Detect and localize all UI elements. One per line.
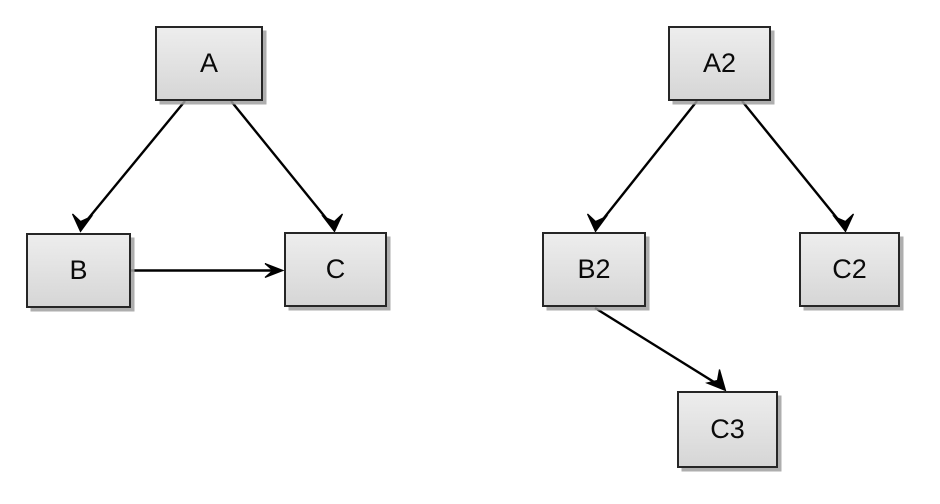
node-b2[interactable]: B2: [542, 232, 646, 307]
node-c2[interactable]: C2: [799, 232, 900, 307]
edge-a-to-c[interactable]: [230, 100, 344, 233]
node-a-label: A: [199, 48, 218, 78]
edge-a2-to-b2[interactable]: [586, 100, 698, 233]
node-a[interactable]: A: [155, 26, 263, 101]
node-a2[interactable]: A2: [668, 26, 771, 101]
node-c2-label: C2: [832, 254, 867, 284]
edge-a2-to-c2[interactable]: [741, 100, 855, 233]
edge-b2-to-c3[interactable]: [594, 306, 727, 392]
edge-b-to-c[interactable]: [131, 262, 285, 279]
node-a2-label: A2: [702, 48, 737, 78]
edge-a-to-b[interactable]: [71, 100, 186, 233]
node-c3-label: C3: [710, 414, 745, 444]
node-c[interactable]: C: [284, 232, 387, 307]
node-c-label: C: [325, 254, 346, 284]
node-b2-label: B2: [577, 254, 611, 284]
node-c3[interactable]: C3: [677, 391, 778, 468]
node-b-label: B: [69, 255, 88, 285]
node-b[interactable]: B: [26, 233, 131, 308]
